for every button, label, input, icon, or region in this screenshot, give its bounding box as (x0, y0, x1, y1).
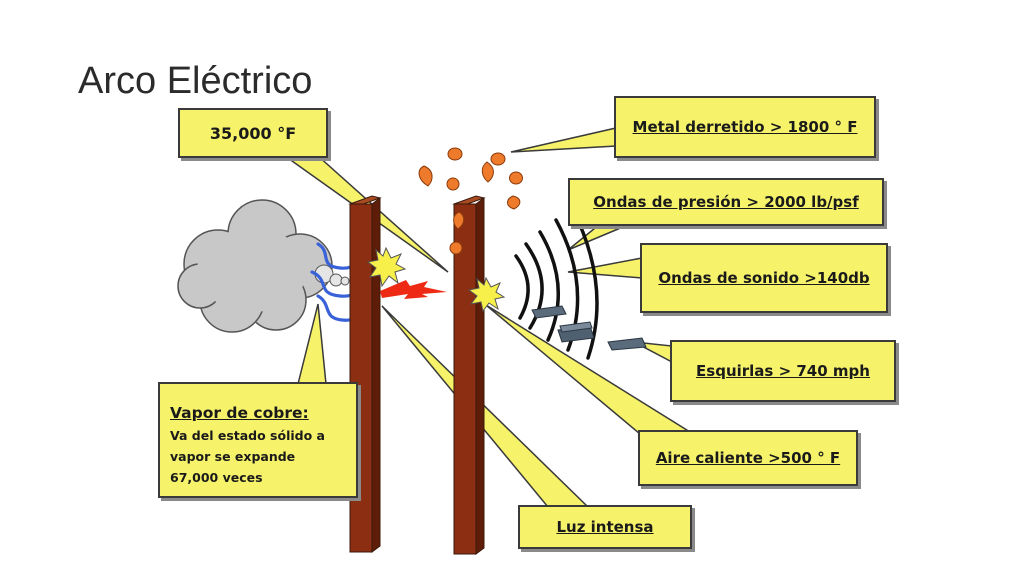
spark-burst-icon-2 (467, 276, 506, 313)
smoke-cloud-icon (177, 199, 333, 333)
callout-intense-light: Luz intensa (518, 505, 692, 549)
callout-temperature: 35,000 °F (178, 108, 328, 158)
callout-molten-metal-text: Metal derretido > 1800 ° F (632, 118, 858, 136)
callout-pointers (282, 127, 693, 508)
callout-intense-light-text: Luz intensa (556, 518, 654, 536)
lightning-arc-icon (380, 280, 447, 299)
molten-drop-icon (418, 147, 523, 255)
callout-hot-air: Aire caliente >500 ° F (638, 430, 858, 486)
callout-copper-vapor-title: Vapor de cobre: (170, 404, 309, 422)
page-title: Arco Eléctrico (78, 60, 313, 102)
callout-shrapnel: Esquirlas > 740 mph (670, 340, 896, 402)
callout-hot-air-text: Aire caliente >500 ° F (655, 449, 841, 467)
spark-burst-icon (366, 246, 407, 288)
callout-pressure-waves-text: Ondas de presión > 2000 lb/psf (593, 193, 859, 211)
callout-temperature-text: 35,000 °F (209, 123, 297, 143)
callout-copper-vapor-line: Va del estado sólido a (170, 428, 325, 443)
callout-pressure-waves: Ondas de presión > 2000 lb/psf (568, 178, 884, 226)
callout-copper-vapor-line: vapor se expande (170, 449, 296, 464)
pointer-light (381, 305, 590, 508)
callout-sound-waves-text: Ondas de sonido >140db (658, 269, 870, 287)
pointer-sound (567, 257, 643, 279)
callout-shrapnel-text: Esquirlas > 740 mph (696, 362, 870, 380)
pointer-metal (510, 127, 617, 153)
shrapnel-fragment-icon (531, 305, 647, 351)
callout-sound-waves: Ondas de sonido >140db (640, 243, 888, 313)
callout-molten-metal: Metal derretido > 1800 ° F (614, 96, 876, 158)
pointer-pressure (567, 223, 631, 251)
callout-copper-vapor: Vapor de cobre: Va del estado sólido a v… (158, 382, 358, 498)
callout-copper-vapor-line: 67,000 veces (170, 470, 263, 485)
